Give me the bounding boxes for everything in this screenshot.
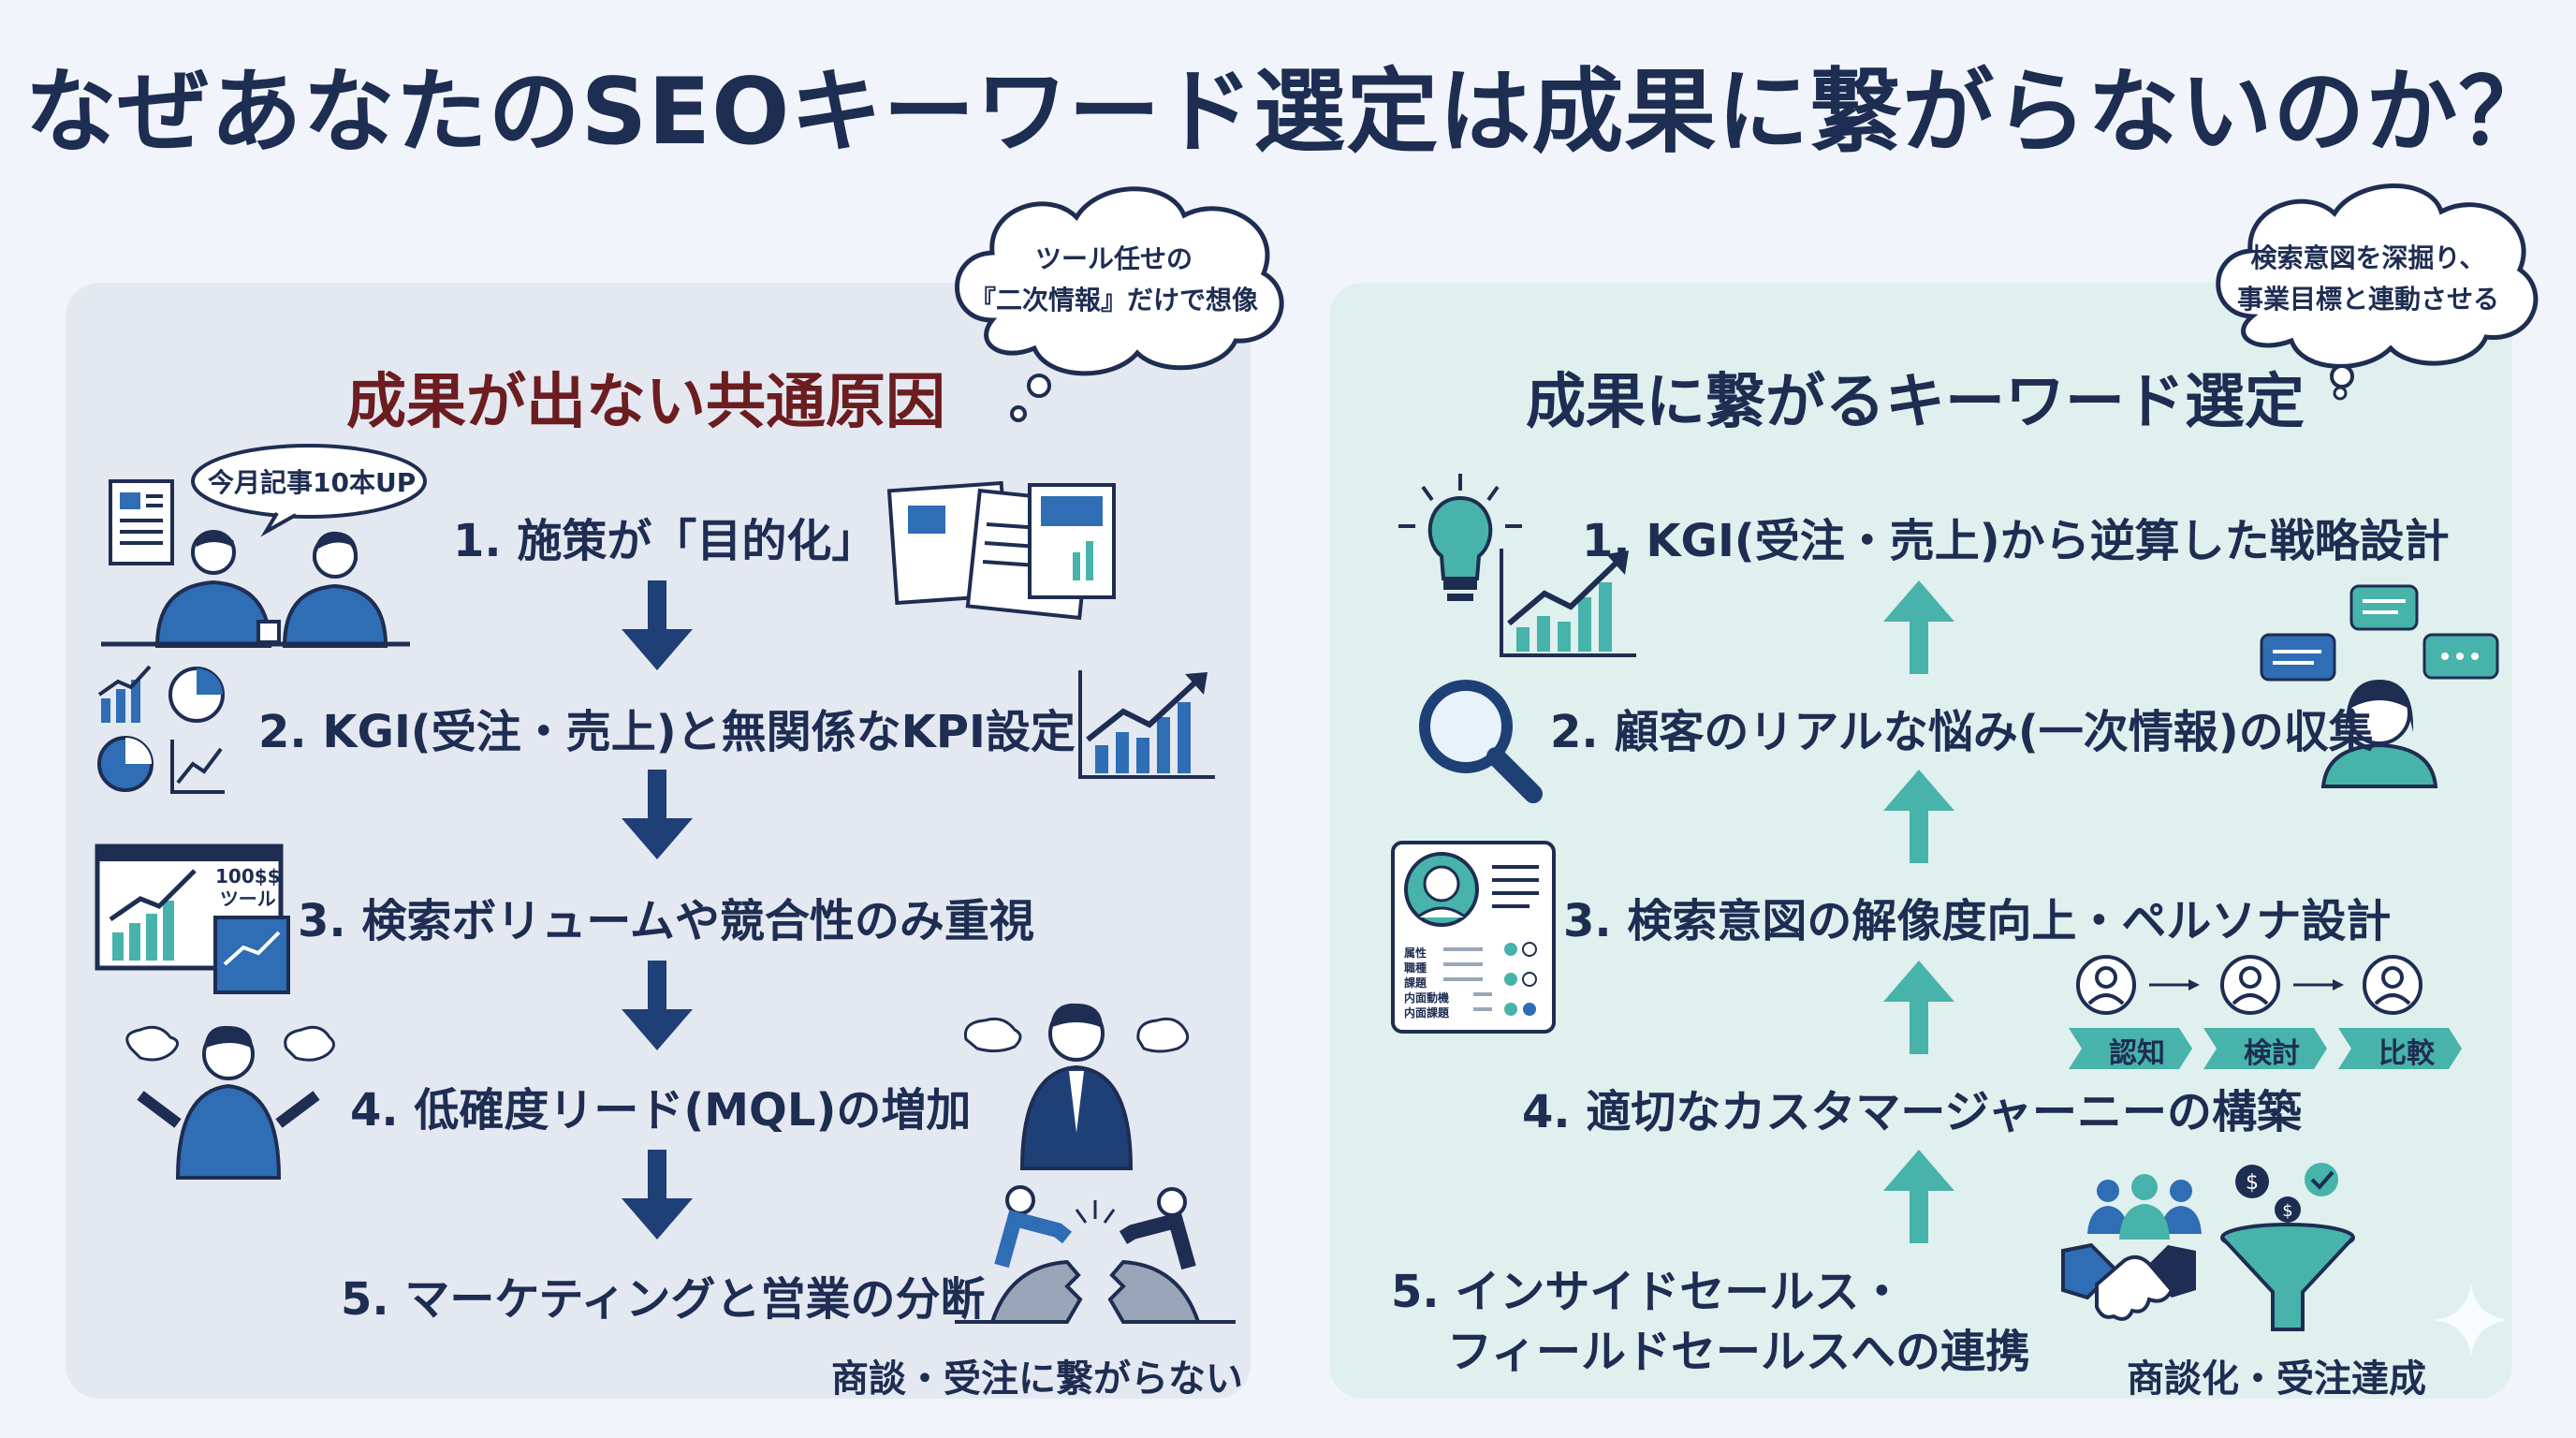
left-step-3: 3. 検索ボリュームや競合性のみ重視 [298,895,1034,947]
up-arrow-icon [1883,580,1954,674]
right-step-3: 3. 検索意図の解像度向上・ペルソナ設計 [1563,895,2392,947]
persona-card-icon [1391,841,1556,1034]
journey-icon [2069,955,2462,1069]
journey-stage-1: 認知 [2109,1037,2165,1070]
up-arrow-icon [1883,961,1954,1054]
down-arrow-icon [622,770,693,859]
page-title: なぜあなたのSEOキーワード選定は成果に繋がらないのか？ [24,59,2552,166]
document-icon [109,479,174,565]
persona-field: 課題 [1404,976,1427,990]
tool-label-line-1: 100$$ [215,865,281,888]
confused-man-icon [125,1025,335,1180]
charts-icon [97,665,225,794]
left-step-1: 1. 施策が「目的化」 [453,515,877,567]
chat-woman-icon [2260,584,2499,788]
growth-chart-icon [1500,549,1636,657]
down-arrow-icon [622,1150,693,1240]
tool-label-line-2: ツール [219,888,276,910]
tool-label: 100$$ ツール [215,865,281,910]
magnifier-icon [1419,680,1543,803]
tool-dashboard-icon [95,844,290,994]
frustrated-man-icon [963,1003,1190,1170]
lightbulb-icon [1398,474,1522,601]
handshake-icon [2061,1242,2196,1321]
speech-bubble-icon [191,444,427,537]
speech-bubble-text: 今月記事10本UP [208,467,417,498]
up-arrow-icon [1883,1150,1954,1243]
right-step-5b: フィールドセールスへの連携 [1447,1326,2031,1378]
trend-chart-icon [1078,670,1215,779]
journey-stage-3: 比較 [2378,1037,2435,1070]
right-step-4: 4. 適切なカスタマージャーニーの構築 [1522,1086,2302,1138]
right-heading: 成果に繋がるキーワード選定 [1526,368,2305,437]
team-icon [2087,1174,2202,1240]
up-arrow-icon [1883,770,1954,863]
down-arrow-icon [622,961,693,1050]
persona-field: 属性 [1404,946,1427,960]
down-arrow-icon [622,580,693,670]
cloud-left-line-1: ツール任せの [1034,243,1193,274]
funnel-icon: $ $ [2220,1163,2355,1331]
persona-field: 内面動機 [1404,991,1450,1005]
people-meeting-icon [101,530,410,648]
papers-icon [886,480,1116,621]
persona-fields: 属性 職種 課題 内面動機 内面課題 [1404,946,1449,1020]
right-step-5a: 5. インサイドセールス・ [1391,1266,1905,1318]
persona-field: 職種 [1404,961,1427,975]
sparkle-icon [2434,1283,2509,1357]
svg-text:$: $ [2282,1201,2292,1221]
left-step-2: 2. KGI(受注・売上)と無関係なKPI設定 [258,706,1076,758]
journey-stage-2: 検討 [2244,1037,2300,1070]
cloud-left-line-2: 『二次情報』だけで想像 [969,285,1258,315]
thought-cloud-left-text: ツール任せの 『二次情報』だけで想像 [953,239,1275,321]
left-bottom-note: 商談・受注に繋がらない [831,1357,1243,1401]
thought-cloud-left-icon [955,186,1284,422]
left-step-4: 4. 低確度リード(MQL)の増加 [350,1084,972,1137]
persona-field: 内面課題 [1404,1006,1450,1020]
broken-bridge-icon [955,1185,1236,1324]
left-heading: 成果が出ない共通原因 [346,368,945,437]
thought-cloud-right-icon [2216,183,2539,401]
cloud-right-line-2: 事業目標と連動させる [2236,284,2499,315]
cloud-right-line-1: 検索意図を深掘り、 [2250,242,2486,273]
right-bottom-note: 商談化・受注達成 [2127,1357,2426,1401]
svg-text:$: $ [2246,1171,2259,1195]
left-step-5: 5. マーケティングと営業の分断 [341,1273,986,1326]
thought-cloud-right-text: 検索意図を深掘り、 事業目標と連動させる [2218,238,2518,320]
right-step-2: 2. 顧客のリアルな悩み(一次情報)の収集 [1550,706,2374,758]
right-step-1: 1. KGI(受注・売上)から逆算した戦略設計 [1582,515,2450,567]
